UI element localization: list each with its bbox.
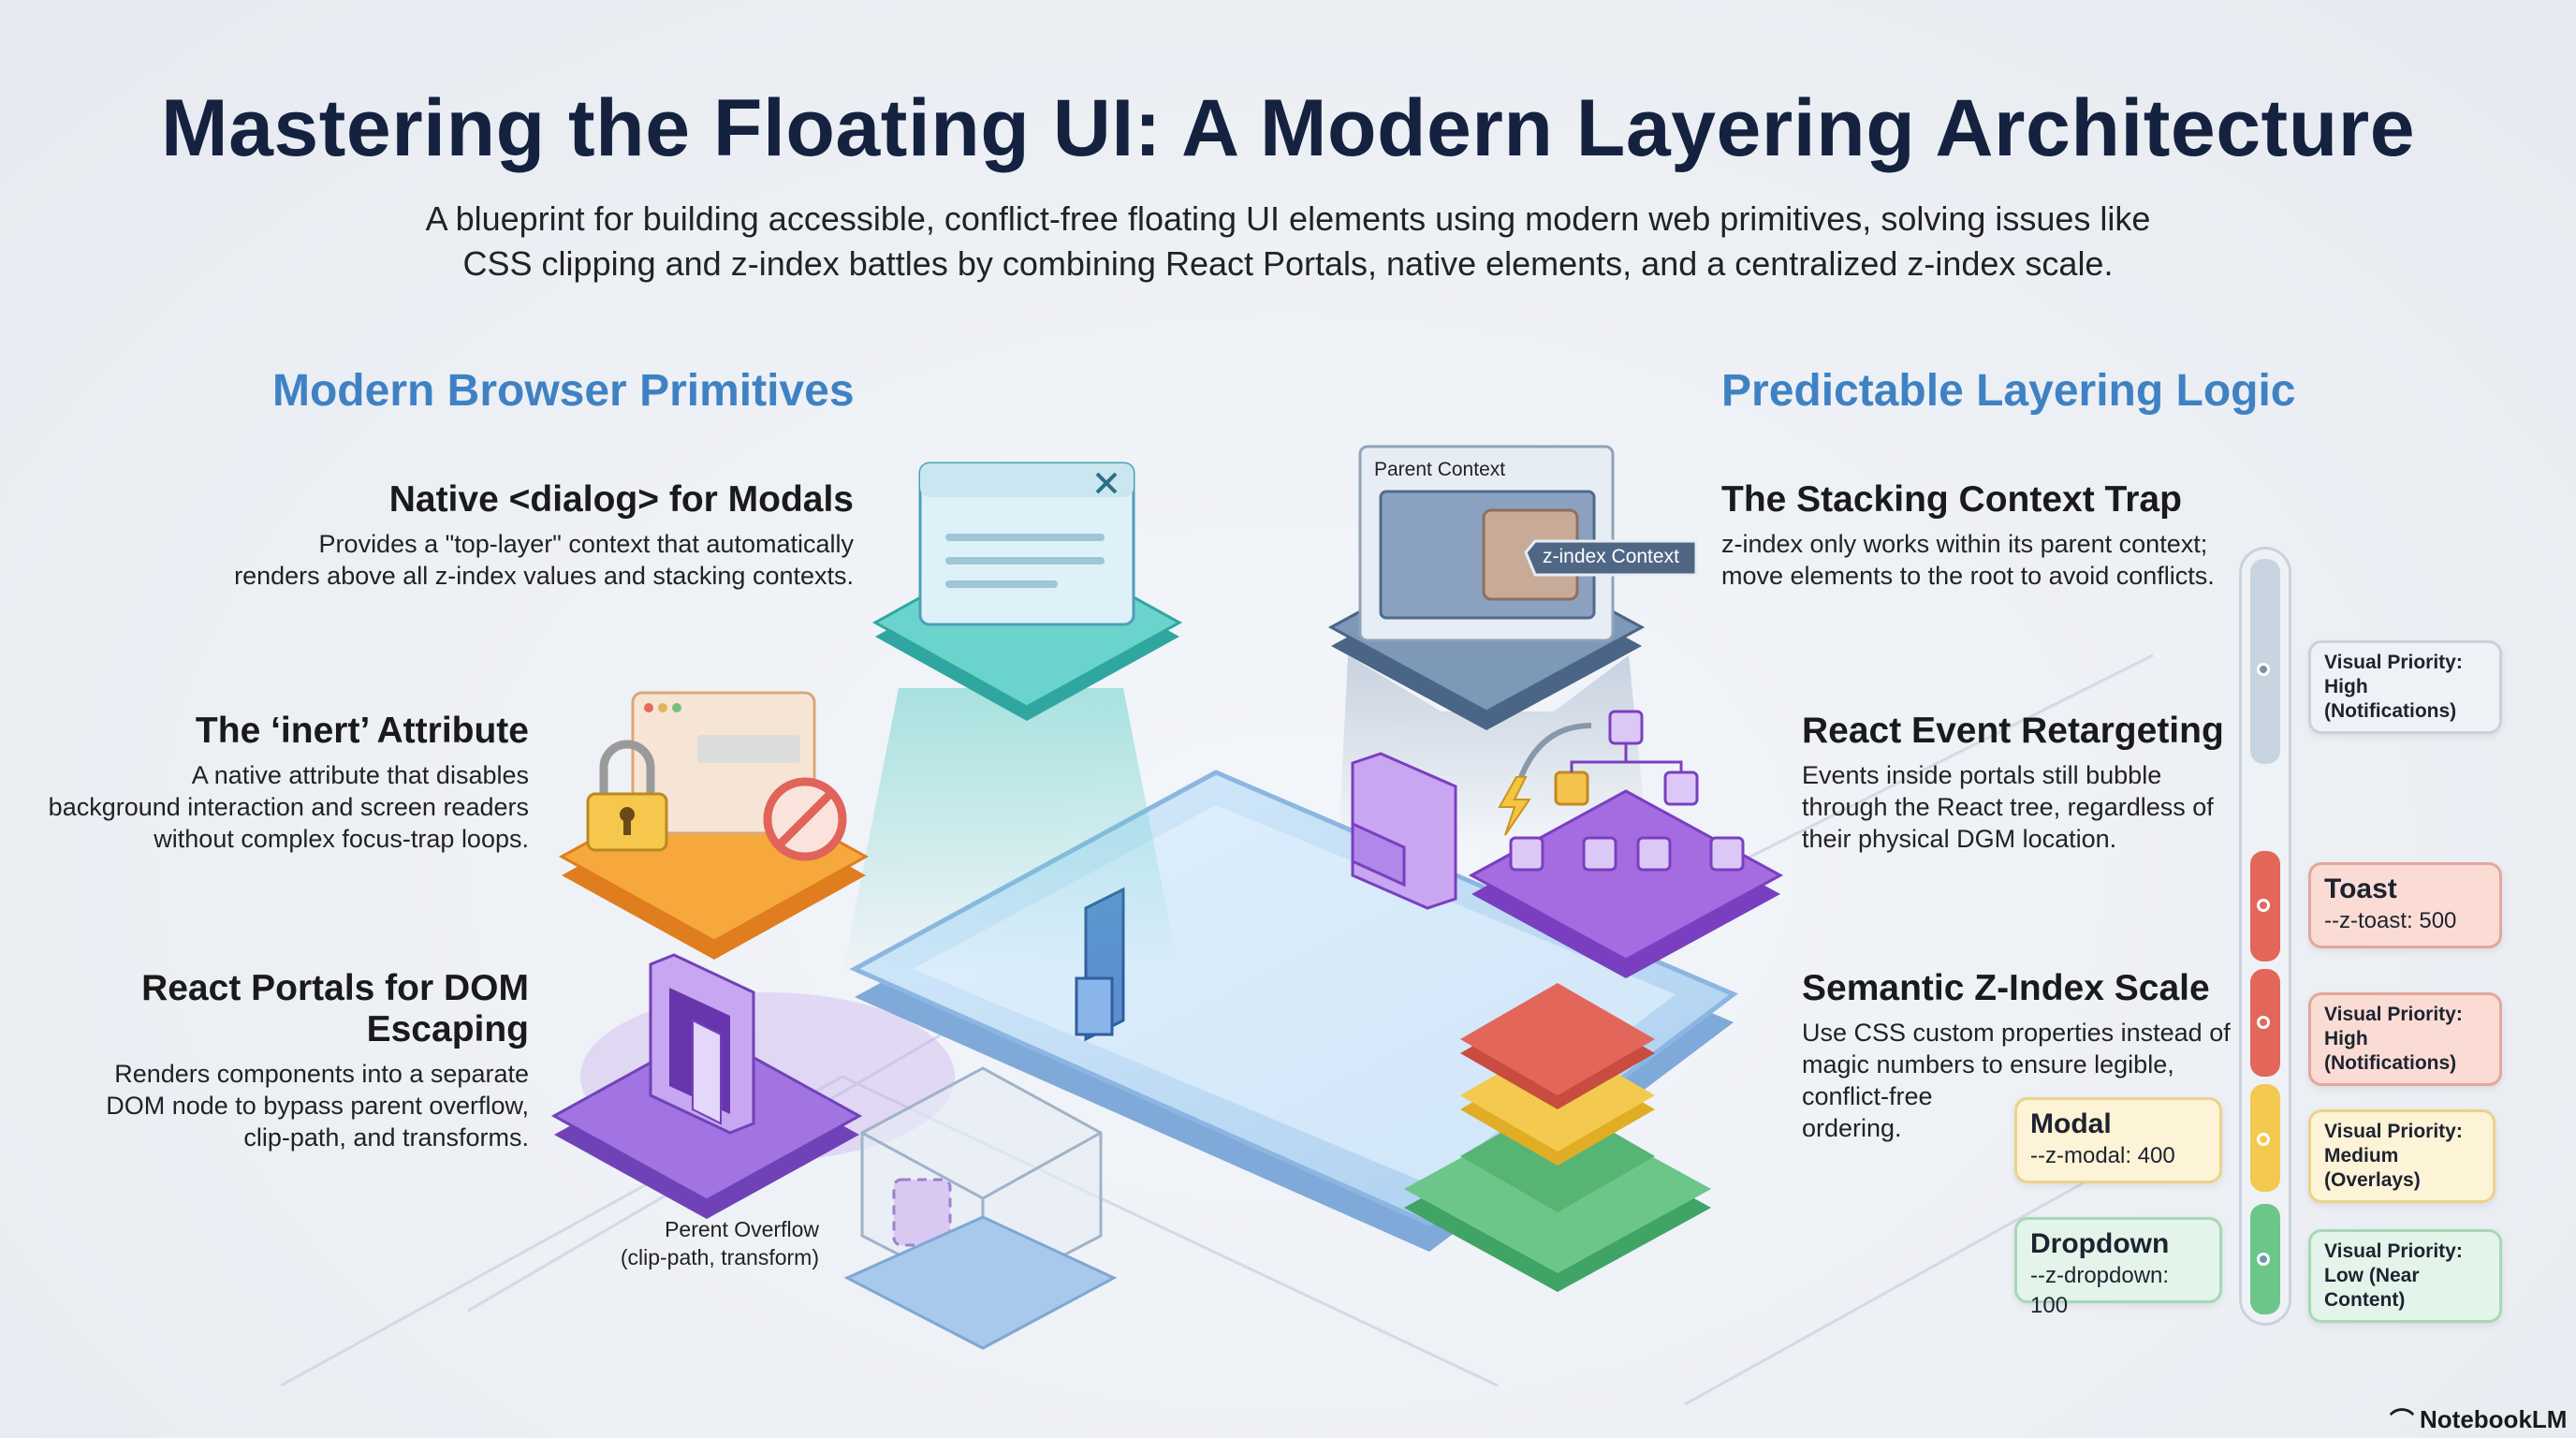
- scale-marker: [2257, 1133, 2270, 1146]
- lightning-icon: [1498, 776, 1531, 836]
- semantic-scale-block: Semantic Z-Index Scale Use CSS custom pr…: [1802, 968, 2232, 1144]
- native-dialog-block: Native <dialog> for Modals Provides a "t…: [105, 479, 854, 592]
- parent-context-label: Parent Context: [1374, 459, 1506, 480]
- page-subtitle: A blueprint for building accessible, con…: [281, 197, 2295, 286]
- inert-attribute-illustration: [558, 691, 870, 960]
- subtitle-line: CSS clipping and z-index battles by comb…: [462, 244, 2114, 283]
- block-title: Native <dialog> for Modals: [388, 479, 854, 520]
- event-retargeting-block: React Event Retargeting Events inside po…: [1802, 711, 2251, 855]
- logo-text: NotebookLM: [2420, 1405, 2568, 1433]
- block-description: Provides a "top-layer" context that auto…: [234, 530, 854, 590]
- scale-marker: [2257, 1016, 2270, 1029]
- scale-marker: [2257, 663, 2270, 676]
- event-retargeting-illustration: [1351, 710, 1784, 978]
- parent-overflow-cube: [843, 1066, 1118, 1350]
- prohibited-icon: [763, 777, 847, 861]
- notebooklm-logo: ⌒ NotebookLM: [2390, 1402, 2567, 1437]
- close-icon: [1095, 472, 1118, 494]
- right-section-heading: Predictable Layering Logic: [1721, 366, 2296, 416]
- block-description: z-index only works within its parent con…: [1721, 530, 2215, 590]
- priority-callout-low: Visual Priority:Low (Near Content): [2308, 1229, 2502, 1323]
- dropdown-callout: Dropdown--z-dropdown: 100: [2014, 1217, 2222, 1318]
- priority-callout-medium: Visual Priority:Medium (Overlays): [2308, 1109, 2496, 1203]
- inert-attribute-block: The ‘inert’ Attribute A native attribute…: [5, 711, 529, 855]
- notebooklm-icon: ⌒: [2390, 1407, 2415, 1435]
- scale-segment-gray: [2250, 559, 2280, 764]
- scale-marker: [2257, 899, 2270, 912]
- subtitle-line: A blueprint for building accessible, con…: [425, 199, 2151, 238]
- priority-callout-high: Visual Priority:High (Notifications): [2308, 640, 2502, 734]
- react-portal-illustration: [550, 953, 955, 1219]
- z-index-layer-stack: [1404, 983, 1711, 1292]
- z-index-context-label: z-index Context: [1543, 546, 1679, 567]
- block-title: The ‘inert’ Attribute: [195, 711, 529, 751]
- parent-overflow-label: Perent Overflow(clip-path, transform): [620, 1217, 819, 1269]
- toast-callout: Toast--z-toast: 500: [2308, 862, 2502, 948]
- priority-callout-high: Visual Priority:High (Notifications): [2308, 992, 2502, 1086]
- scale-marker: [2257, 1253, 2270, 1266]
- modal-callout: Modal--z-modal: 400: [2014, 1097, 2222, 1183]
- stacking-context-block: The Stacking Context Trap z-index only w…: [1721, 479, 2246, 592]
- dialog-modal-illustration: [842, 462, 1183, 974]
- block-title: Semantic Z-Index Scale: [1802, 968, 2210, 1008]
- page-title: Mastering the Floating UI: A Modern Laye…: [160, 83, 2416, 173]
- left-section-heading: Modern Browser Primitives: [272, 366, 855, 416]
- lock-icon: [586, 740, 668, 852]
- block-title: React Event Retargeting: [1802, 711, 2224, 751]
- block-title: The Stacking Context Trap: [1721, 479, 2182, 520]
